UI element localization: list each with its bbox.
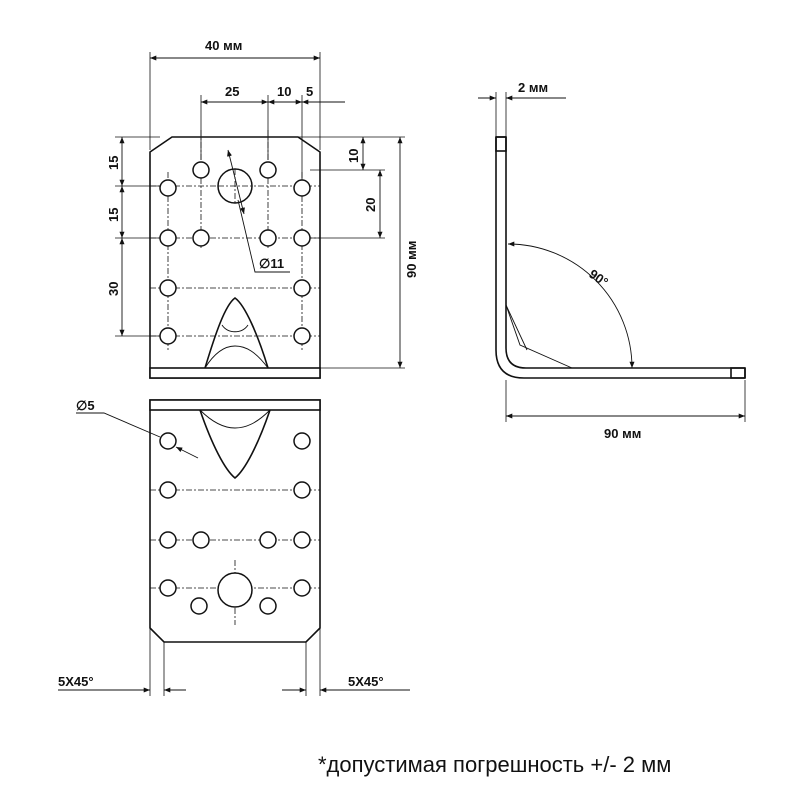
profile-outer — [495, 137, 745, 379]
dim-thickness-label: 2 мм — [518, 80, 548, 95]
hole — [159, 531, 177, 549]
hole — [159, 327, 177, 345]
bottom-plate-rib — [199, 409, 271, 480]
chamfer-left-label: 5X45° — [58, 674, 94, 689]
dim-10-vertical-label: 10 — [346, 149, 361, 163]
hole — [293, 579, 311, 597]
diameter-5-label: ∅5 — [76, 398, 95, 413]
dim-right-vertical: 10 20 90 мм — [290, 136, 419, 369]
top-plate-rib — [204, 297, 269, 369]
dim-30-label: 30 — [106, 282, 121, 296]
hole — [159, 179, 177, 197]
dim-height-90-label: 90 мм — [404, 241, 419, 278]
hole — [192, 229, 210, 247]
hole — [293, 279, 311, 297]
diameter-11-callout: ∅11 — [227, 149, 290, 273]
bottom-plate-bend — [149, 399, 321, 411]
bottom-plate-view: ∅5 5X45° 5X45° — [58, 398, 410, 696]
hole — [159, 279, 177, 297]
hole — [192, 531, 210, 549]
top-plate-bend — [149, 367, 321, 379]
hole — [293, 481, 311, 499]
dim-25-label: 25 — [225, 84, 239, 99]
dim-width-40-label: 40 мм — [205, 38, 242, 53]
profile-inner — [505, 137, 745, 369]
hole — [293, 531, 311, 549]
hole — [190, 597, 208, 615]
hole — [159, 432, 177, 450]
dim-thickness: 2 мм — [478, 80, 566, 137]
dim-10-label: 10 — [277, 84, 291, 99]
hole — [293, 229, 311, 247]
hole — [159, 481, 177, 499]
dim-20-label: 20 — [363, 198, 378, 212]
hole — [259, 229, 277, 247]
hole — [159, 229, 177, 247]
hole-large — [217, 572, 253, 608]
diameter-11-label: ∅11 — [259, 256, 284, 271]
hole — [293, 179, 311, 197]
hole — [259, 531, 277, 549]
dim-leg-length: 90 мм — [505, 380, 746, 441]
hole — [159, 579, 177, 597]
hole — [293, 432, 311, 450]
top-plate-view: ∅11 40 мм 25 10 5 — [106, 38, 419, 379]
hole — [259, 597, 277, 615]
dim-left-vertical: 15 15 30 — [106, 136, 160, 337]
hole — [192, 161, 210, 179]
hole — [259, 161, 277, 179]
hole — [293, 327, 311, 345]
dim-5-label: 5 — [306, 84, 313, 99]
dim-offsets: 25 10 5 — [200, 84, 345, 180]
side-profile-view: 2 мм 90° 90 мм — [478, 80, 746, 441]
diameter-5-callout: ∅5 — [76, 398, 199, 459]
dim-angle-label: 90° — [586, 266, 611, 290]
dim-leg-length-label: 90 мм — [604, 426, 641, 441]
dim-15-mid-label: 15 — [106, 208, 121, 222]
chamfer-dims: 5X45° 5X45° — [58, 628, 410, 696]
dim-15-top-label: 15 — [106, 156, 121, 170]
bottom-plate-holes — [159, 432, 311, 615]
tolerance-note: *допустимая погрешность +/- 2 мм — [318, 752, 672, 777]
dim-width-40: 40 мм — [149, 38, 321, 150]
chamfer-right-label: 5X45° — [348, 674, 384, 689]
